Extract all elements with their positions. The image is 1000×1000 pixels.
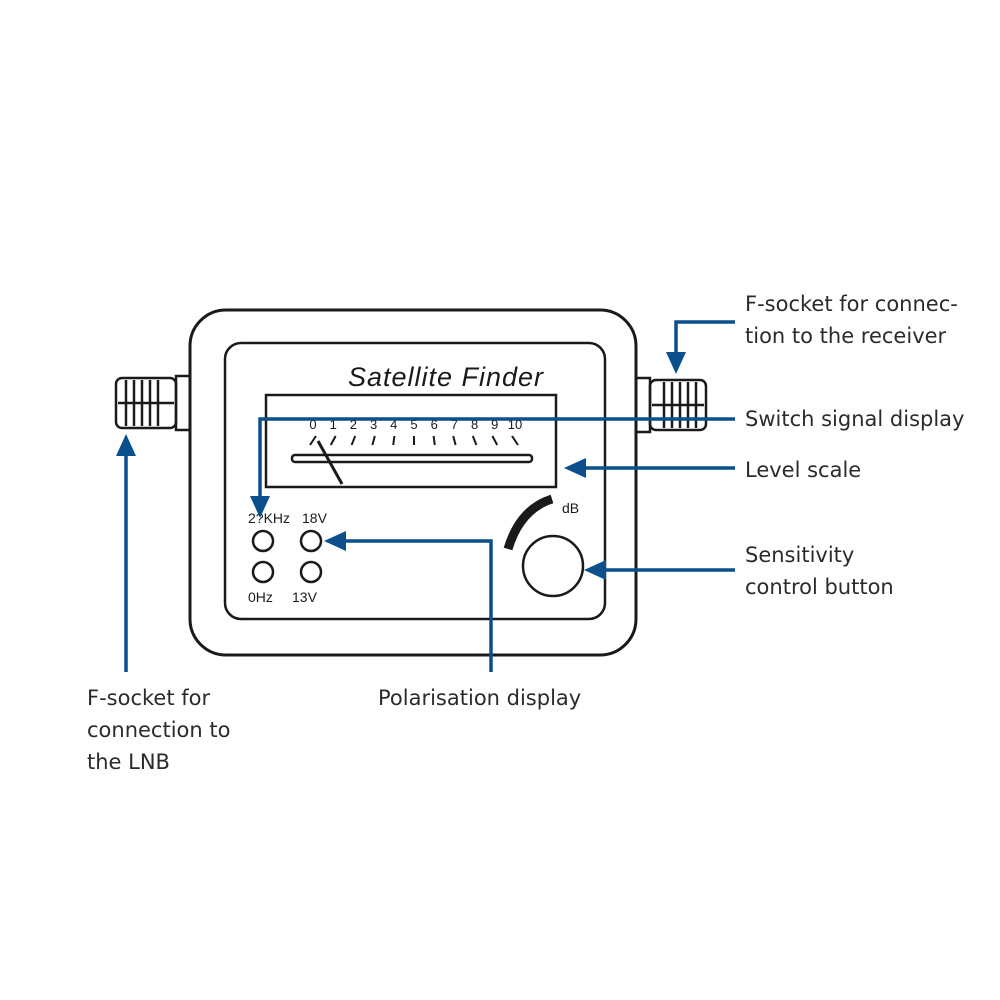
arrowhead-switch-signal [250, 496, 270, 518]
sensitivity-control: dB [503, 494, 585, 598]
label-sensitivity: Sensitivity control button [745, 543, 894, 599]
scale-number: 2 [350, 417, 357, 432]
scale-tick-mark [491, 435, 499, 446]
label-level-scale: Level scale [745, 458, 861, 482]
device-inner-panel [223, 341, 607, 621]
label-receiver-socket: F-socket for connec- tion to the receive… [745, 292, 965, 348]
scale-number: 1 [330, 417, 337, 432]
callout-leaders [116, 320, 735, 672]
device-outer-case [188, 308, 638, 657]
scale-number: 8 [471, 417, 478, 432]
scale-number: 7 [451, 417, 458, 432]
scale-tick-mark [350, 435, 357, 446]
scale-tick-mark [452, 435, 457, 446]
indicator-label-18v: 18V [302, 510, 328, 526]
label-switch-signal: Switch signal display [745, 407, 964, 431]
leader-receiver-socket [674, 320, 735, 354]
lnb-f-socket [114, 374, 192, 432]
led-18v [299, 529, 323, 553]
scale-tick-mark [471, 435, 478, 446]
indicator-label-22khz: 2?KHz [248, 510, 290, 526]
sensitivity-knob [521, 534, 585, 598]
arrowhead-polarisation [324, 531, 346, 551]
scale-tick-mark [309, 435, 317, 446]
db-label: dB [562, 500, 579, 516]
arrowhead-lnb-socket [116, 434, 136, 456]
arrowhead-sensitivity [584, 560, 606, 580]
scale-number: 5 [410, 417, 417, 432]
indicator-label-13v: 13V [292, 589, 318, 605]
leader-polarisation [344, 539, 493, 672]
meter-needle [316, 440, 344, 485]
scale-number: 6 [431, 417, 438, 432]
scale-tick-mark [392, 435, 396, 446]
led-0hz [251, 560, 275, 584]
polarisation-indicators: 2?KHz 18V 0Hz 13V [248, 510, 328, 605]
scale-number: 3 [370, 417, 377, 432]
scale-tick-mark [511, 435, 519, 446]
label-lnb-socket: F-socket for connection to the LNB [87, 686, 237, 774]
receiver-f-socket [634, 376, 708, 434]
led-22khz [251, 529, 275, 553]
arrowhead-receiver-socket [666, 352, 686, 374]
label-polarisation: Polarisation display [378, 686, 581, 710]
led-13v [299, 560, 323, 584]
scale-number: 4 [390, 417, 397, 432]
scale-tick-mark [329, 435, 337, 446]
arrowhead-level-scale [564, 458, 586, 478]
db-arc [503, 494, 554, 551]
scale-tick-mark [371, 435, 376, 446]
device-title: Satellite Finder [348, 362, 544, 392]
leader-switch-signal [258, 417, 735, 498]
scale-number: 9 [491, 417, 498, 432]
indicator-label-0hz: 0Hz [248, 589, 273, 605]
scale-tick-mark [432, 435, 436, 446]
scale-number: 0 [309, 417, 316, 432]
callout-labels: F-socket for connec- tion to the receive… [87, 292, 965, 774]
